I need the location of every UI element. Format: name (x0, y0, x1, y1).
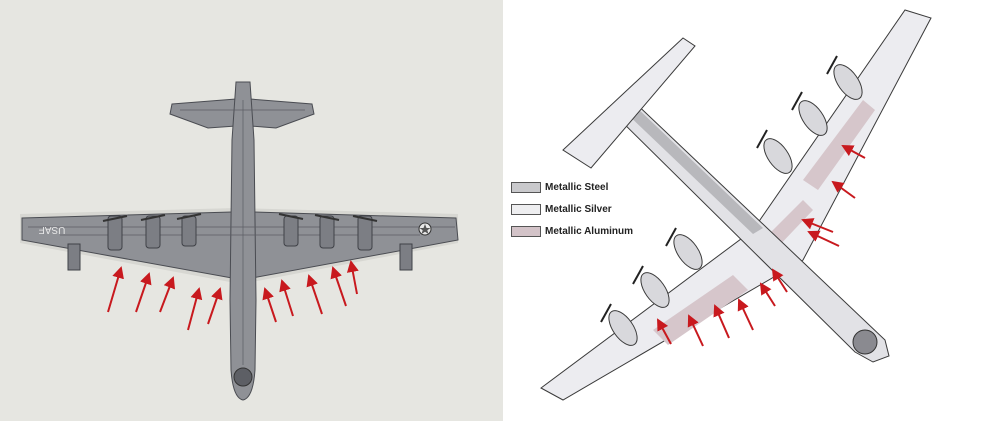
silver-engine-nacelles (608, 64, 863, 346)
red-arrows-left (107, 260, 359, 331)
steel-panel (623, 104, 763, 234)
nose-glazing (233, 367, 253, 387)
right-angled-view-panel: Metallic Steel Metallic Silver Metallic … (503, 0, 1000, 421)
steel-swatch (511, 181, 541, 193)
aluminum-swatch (511, 225, 541, 237)
legend-item-steel: Metallic Steel (511, 176, 633, 198)
silver-tail (562, 37, 696, 169)
silver-swatch (511, 203, 541, 215)
legend-label: Metallic Steel (545, 181, 609, 193)
star-icon (419, 224, 431, 234)
right-wing-pod (399, 243, 413, 271)
legend-item-silver: Metallic Silver (511, 198, 633, 220)
red-arrows-right (657, 145, 866, 347)
silver-nose-glazing (852, 329, 878, 355)
legend-item-aluminum: Metallic Aluminum (511, 220, 633, 242)
left-top-view-panel: USAF (0, 0, 503, 421)
engine-nacelles (107, 215, 373, 251)
legend-label: Metallic Silver (545, 203, 612, 215)
silver-propeller-blades (600, 55, 838, 323)
silver-aircraft-drawing (540, 9, 932, 401)
legend-label: Metallic Aluminum (545, 225, 633, 237)
propeller-blades (102, 213, 378, 222)
usaf-marking: USAF (39, 224, 66, 235)
gray-aircraft-drawing: USAF (20, 81, 459, 401)
left-wing-pod (67, 243, 81, 271)
color-legend: Metallic Steel Metallic Silver Metallic … (511, 176, 633, 242)
